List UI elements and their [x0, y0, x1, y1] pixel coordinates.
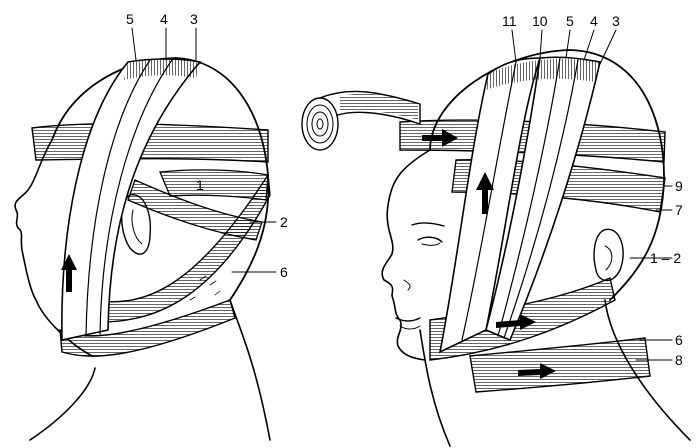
right-label-1-2: 1 – 2	[650, 250, 681, 266]
right-label-3: 3	[612, 13, 620, 29]
right-label-9: 9	[675, 178, 683, 194]
right-eye	[418, 237, 442, 242]
left-label-5: 5	[126, 11, 134, 27]
right-head-figure: 11 10 5 4 3 9 7 1 – 2 6 8	[302, 13, 690, 446]
left-band-1	[160, 170, 268, 200]
right-label-8: 8	[675, 352, 683, 368]
left-label-3: 3	[190, 11, 198, 27]
left-head-figure: 5 4 3 1 2 6	[15, 11, 288, 440]
right-label-5: 5	[566, 13, 574, 29]
right-brow	[412, 223, 444, 226]
left-label-1: 1	[196, 177, 204, 193]
right-label-4: 4	[590, 13, 598, 29]
left-label-4: 4	[160, 11, 168, 27]
left-neck-outline	[30, 368, 95, 440]
left-neck-back-outline	[230, 300, 270, 440]
right-ear	[594, 229, 623, 280]
right-label-10: 10	[532, 13, 548, 29]
right-label-6: 6	[675, 332, 683, 348]
left-label-2: 2	[280, 214, 288, 230]
right-label-11: 11	[502, 13, 517, 29]
left-label-6: 6	[280, 264, 288, 280]
right-label-7: 7	[675, 202, 683, 218]
